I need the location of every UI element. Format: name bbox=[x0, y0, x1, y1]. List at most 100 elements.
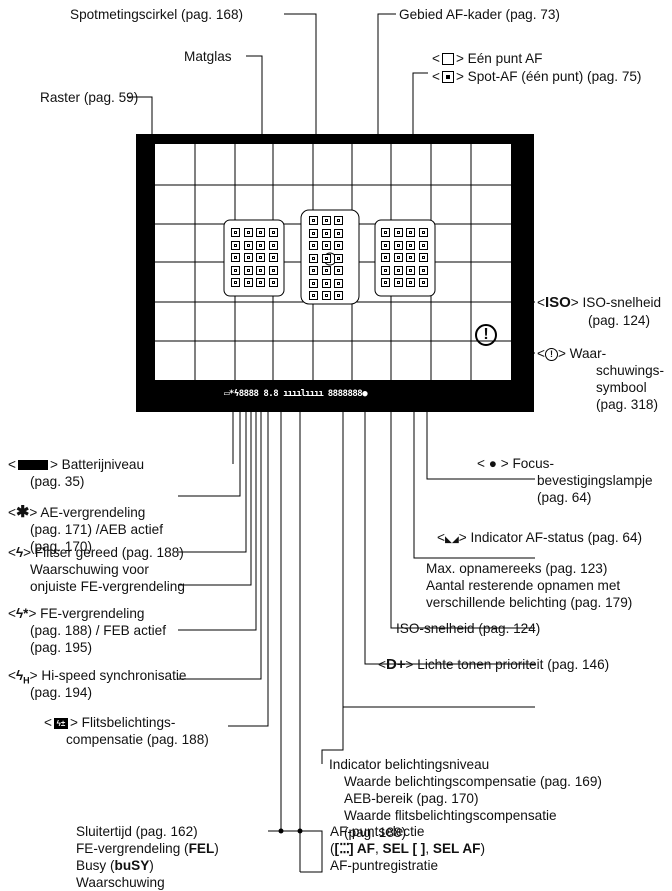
af-point bbox=[321, 241, 331, 250]
label-iso2: ISO-snelheid (pag. 124) bbox=[396, 621, 541, 636]
label-warning: <!> Waar- bbox=[537, 346, 607, 361]
af-status-icon: ◣◢ bbox=[444, 534, 459, 544]
af-point bbox=[406, 228, 415, 237]
label-aantal1: Aantal resterende opnamen met bbox=[426, 578, 621, 593]
af-point bbox=[309, 266, 318, 275]
hispeed-icon: ϟH bbox=[15, 668, 30, 686]
af-point bbox=[393, 265, 403, 275]
label-focus2: bevestigingslampje bbox=[537, 473, 653, 488]
af-point bbox=[321, 266, 331, 275]
af-point bbox=[243, 253, 253, 262]
af-point bbox=[268, 253, 278, 262]
af-point bbox=[231, 253, 240, 262]
label-s2: FE-vergrendeling (FEL) bbox=[76, 841, 219, 856]
af-point bbox=[256, 278, 265, 287]
focus-dot-icon-legend: ● bbox=[488, 456, 497, 471]
label-matglas: Matglas bbox=[184, 49, 232, 64]
label-flits2: Waarschuwing voor bbox=[30, 562, 149, 577]
label-a1: AF-puntselectie bbox=[330, 824, 425, 839]
label-max-op: Max. opnamereeks (pag. 123) bbox=[426, 561, 608, 576]
label-focus: < ● > Focus- bbox=[477, 456, 554, 471]
af-point bbox=[406, 278, 415, 287]
label-fe1: <ϟ*> FE-vergrendeling bbox=[8, 606, 145, 621]
focus-dot-icon: ● bbox=[362, 389, 368, 399]
grid-lines bbox=[155, 144, 511, 380]
label-ae2: (pag. 171) /AEB actief bbox=[30, 522, 163, 537]
label-s1: Sluitertijd (pag. 162) bbox=[76, 824, 198, 839]
label-waar3: symbool bbox=[596, 380, 647, 395]
af-point bbox=[334, 266, 343, 275]
af-point bbox=[321, 291, 331, 300]
flash-icon: ϟ bbox=[233, 389, 239, 399]
shots-readout: 88888 bbox=[327, 389, 353, 399]
label-waar2: schuwings- bbox=[596, 363, 664, 378]
label-gebied: Gebied AF-kader (pag. 73) bbox=[399, 7, 560, 22]
label-w2: AEB-bereik (pag. 170) bbox=[344, 791, 479, 806]
label-w4: (pag. 188) bbox=[344, 825, 406, 840]
label-spot-af: <> Spot-AF (één punt) (pag. 75) bbox=[432, 69, 642, 84]
label-w3: Waarde flitsbelichtingscompensatie bbox=[344, 808, 557, 823]
focusing-screen: ! bbox=[155, 144, 511, 380]
af-point bbox=[381, 265, 390, 275]
flash-comp-icon: ϟ± bbox=[53, 717, 68, 729]
af-point bbox=[418, 278, 428, 287]
af-point bbox=[243, 240, 253, 250]
af-point bbox=[418, 240, 428, 250]
label-raster: Raster (pag. 59) bbox=[40, 90, 139, 105]
af-point bbox=[321, 278, 331, 288]
label-flits1: <ϟ> Flitser gereed (pag. 188) bbox=[8, 545, 184, 560]
af-point bbox=[393, 253, 403, 262]
af-point bbox=[256, 265, 265, 275]
af-point bbox=[393, 278, 403, 287]
af-point bbox=[334, 278, 343, 288]
count-readout: 88 bbox=[352, 389, 363, 399]
label-lichte: <D+> Lichte tonen prioriteit (pag. 146) bbox=[378, 656, 610, 673]
af-point bbox=[381, 278, 390, 287]
label-aantal2: verschillende belichting (pag. 179) bbox=[426, 595, 633, 610]
label-batterij: <> Batterijniveau bbox=[8, 457, 145, 472]
af-point bbox=[418, 228, 428, 237]
warning-symbol-icon: ! bbox=[544, 347, 558, 361]
af-point bbox=[231, 278, 240, 287]
af-point bbox=[334, 253, 343, 263]
single-point-icon bbox=[441, 53, 454, 66]
af-point bbox=[231, 228, 240, 237]
af-point bbox=[256, 240, 265, 250]
label-batterij-pg: (pag. 35) bbox=[30, 474, 85, 489]
af-point bbox=[309, 241, 318, 250]
viewfinder-info: ▭*ϟ8888 8.8 ıııılıııı 8888888● bbox=[224, 389, 368, 399]
af-point bbox=[406, 240, 415, 250]
label-hs1: <ϟH> Hi-speed synchronisatie bbox=[8, 668, 187, 686]
label-ae1: <✱> AE-vergrendeling bbox=[8, 504, 146, 521]
warning-icon: ! bbox=[475, 324, 497, 346]
label-fbc2: compensatie (pag. 188) bbox=[66, 732, 209, 747]
label-ind: Indicator belichtingsniveau bbox=[329, 757, 490, 772]
battery-icon-legend bbox=[17, 460, 48, 471]
af-point bbox=[334, 241, 343, 250]
af-point bbox=[334, 291, 343, 300]
af-point bbox=[256, 253, 265, 262]
label-iso-page: (pag. 124) bbox=[588, 313, 650, 328]
af-point bbox=[268, 278, 278, 287]
label-focus3: (pag. 64) bbox=[537, 490, 592, 505]
ae-lock-icon: * bbox=[228, 389, 234, 399]
af-point bbox=[393, 228, 403, 237]
label-flits3: onjuiste FE-vergrendeling bbox=[30, 579, 185, 594]
af-point bbox=[406, 265, 415, 275]
af-point bbox=[256, 228, 265, 237]
af-point bbox=[268, 228, 278, 237]
label-fbc1: <ϟ±> Flitsbelichtings- bbox=[44, 715, 176, 730]
af-point bbox=[418, 265, 428, 275]
shutter-readout: 8888 bbox=[238, 389, 259, 399]
af-point bbox=[393, 240, 403, 250]
label-iso-icon: <ISO> ISO-snelheid bbox=[537, 294, 662, 311]
label-hs2: (pag. 194) bbox=[30, 685, 92, 700]
label-af-status: <◣◢> Indicator AF-status (pag. 64) bbox=[437, 530, 643, 545]
ae-lock-icon-legend: ✱ bbox=[15, 504, 30, 521]
af-point bbox=[309, 228, 318, 238]
af-point bbox=[334, 228, 343, 238]
spot-point-icon bbox=[441, 71, 454, 84]
d-plus-icon: D+ bbox=[385, 656, 406, 673]
af-point bbox=[243, 278, 253, 287]
